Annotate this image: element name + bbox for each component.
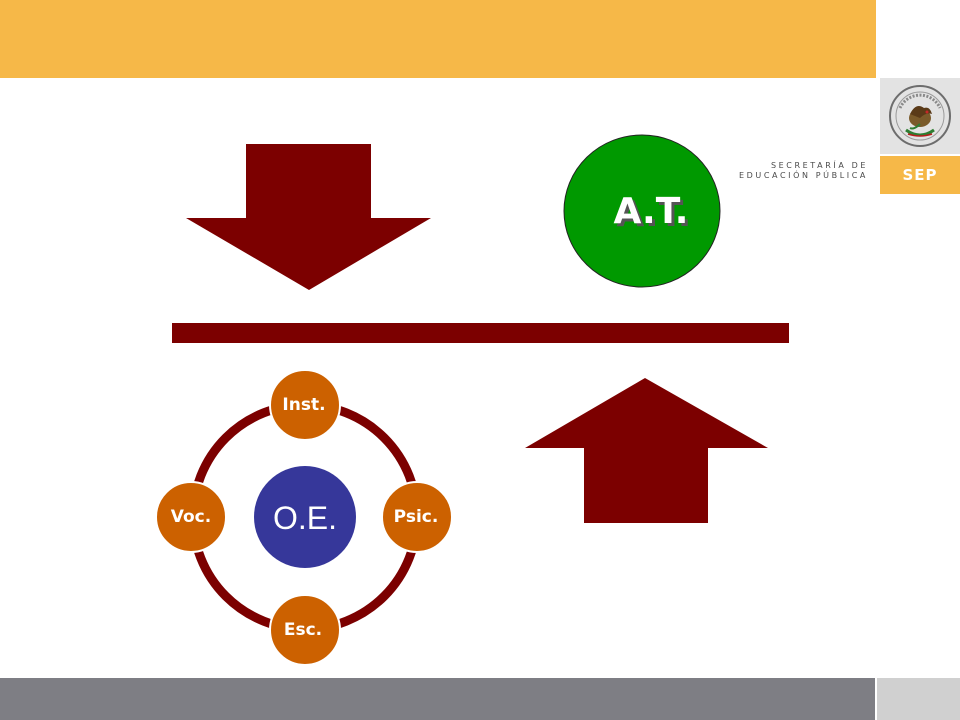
up-arrow-icon: [525, 378, 768, 523]
node-top: [269, 369, 341, 441]
footer-right-panel: [877, 678, 960, 720]
at-circle: [563, 134, 721, 288]
node-right-label: Psic.: [394, 507, 439, 527]
node-left-label: Voc.: [171, 507, 211, 527]
divider-bar: [172, 323, 789, 343]
center-circle: [254, 466, 356, 568]
node-left: [155, 481, 227, 553]
agency-line-2: EDUCACIÓN PÚBLICA: [738, 171, 868, 180]
footer-bar: [0, 678, 875, 720]
sep-badge: SEP: [880, 156, 960, 194]
header-right-panel: [879, 0, 960, 78]
node-bottom-label: Esc.: [284, 620, 322, 640]
mexico-coat-of-arms-emblem: [889, 85, 951, 147]
agency-name: SECRETARÍA DE EDUCACIÓN PÚBLICA: [739, 161, 868, 181]
at-label-shadow: A.T.: [617, 194, 692, 235]
node-right: [381, 481, 453, 553]
node-bottom: [269, 594, 341, 666]
at-label: A.T.: [614, 191, 689, 232]
center-label: O.E.: [273, 500, 337, 536]
down-arrow-icon: [186, 144, 431, 290]
header-gap: [876, 0, 879, 78]
agency-line-1: SECRETARÍA DE: [770, 161, 868, 170]
header-bar: [0, 0, 876, 78]
node-top-label: Inst.: [282, 395, 325, 415]
emblem-panel: [880, 78, 960, 154]
